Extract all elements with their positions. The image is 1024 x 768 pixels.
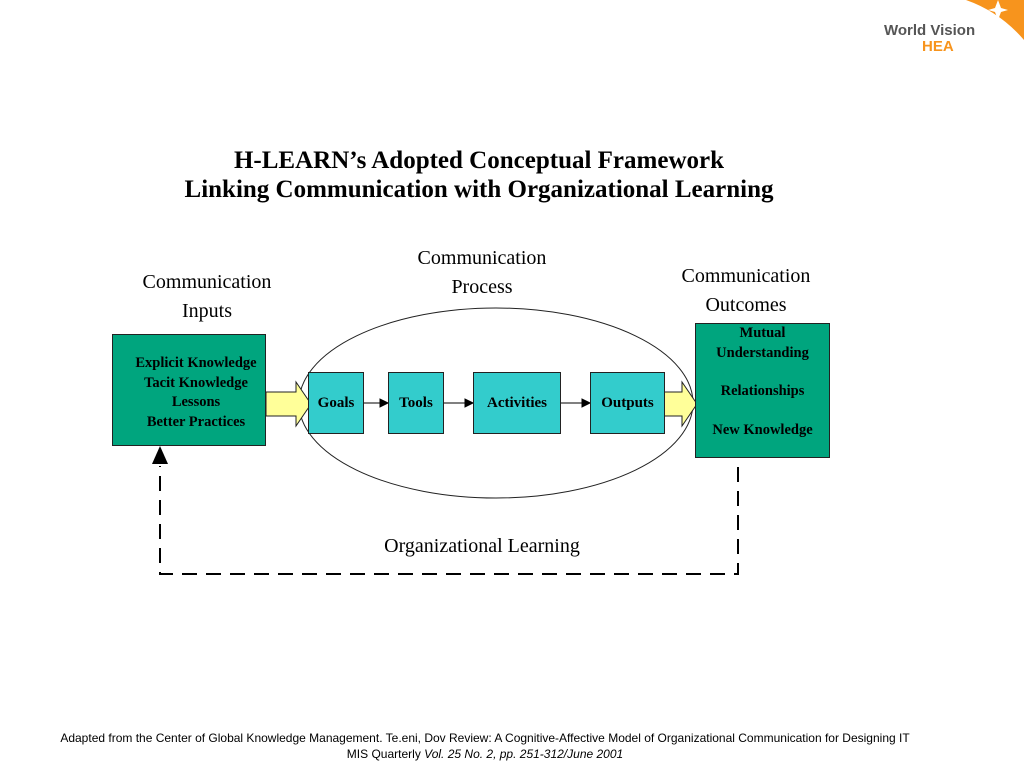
- step-tools: Tools: [388, 372, 444, 434]
- inputs-box: Explicit Knowledge Tacit Knowledge Lesso…: [112, 334, 266, 446]
- logo-brand: World Vision: [884, 22, 976, 39]
- title-line-1: H-LEARN’s Adopted Conceptual Framework: [233, 147, 725, 174]
- input-item: Better Practices: [146, 413, 246, 430]
- outcome-item: Mutual: [739, 325, 786, 341]
- step-outputs: Outputs: [590, 372, 665, 434]
- logo-sub: HEA: [922, 38, 954, 55]
- outcome-item: Relationships: [720, 383, 805, 399]
- input-item: Tacit Knowledge: [144, 374, 248, 391]
- step-activities: Activities: [473, 372, 561, 434]
- title-line-2: Linking Communication with Organizationa…: [184, 176, 774, 203]
- outcome-item: Understanding: [716, 344, 809, 361]
- feedback-label: Organizational Learning: [384, 535, 580, 557]
- block-arrow-outcomes: [663, 380, 698, 428]
- block-arrow-inputs: [265, 380, 312, 428]
- logo-swoosh-icon: [966, 0, 1024, 40]
- outcomes-box: Mutual Understanding Relationships New K…: [695, 323, 830, 458]
- input-item: Explicit Knowledge: [135, 355, 257, 371]
- step-goals: Goals: [308, 372, 364, 434]
- inputs-heading: Communication Inputs: [142, 271, 272, 322]
- footer-line-1: Adapted from the Center of Global Knowle…: [60, 731, 910, 745]
- outcomes-heading: Communication Outcomes: [681, 265, 811, 316]
- footer-line-2: MIS Quarterly Vol. 25 No. 2, pp. 251-312…: [346, 747, 624, 761]
- input-item: Lessons: [171, 394, 221, 410]
- logo: World Vision HEA: [870, 0, 1024, 62]
- process-heading: Communication Process: [417, 247, 547, 298]
- outcome-item: New Knowledge: [712, 421, 813, 438]
- step-arrows: [363, 398, 592, 408]
- feedback-arrowhead: [152, 446, 168, 464]
- feedback-loop: [159, 466, 739, 575]
